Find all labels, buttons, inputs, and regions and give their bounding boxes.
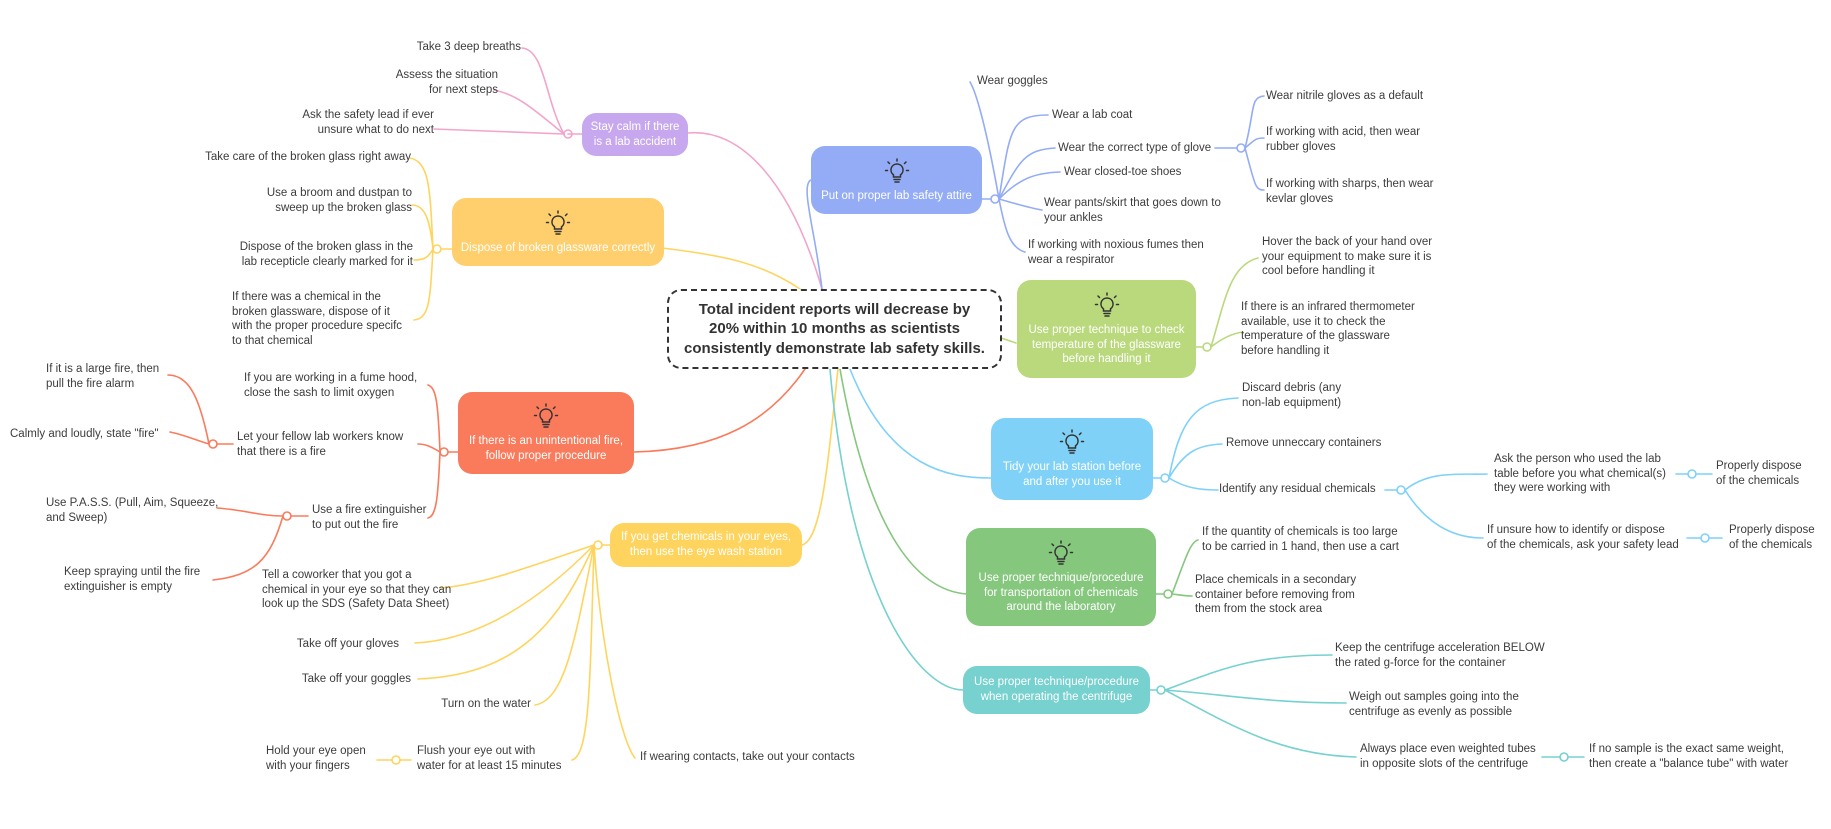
attire-item-respirator[interactable]: If working with noxious fumes then wear … — [1028, 239, 1204, 266]
fire-sub-state-fire[interactable]: Calmly and loudly, state "fire" — [10, 428, 159, 440]
lightbulb-icon — [1048, 540, 1074, 565]
branch-fire-label: If there is an unintentional fire, follo… — [468, 435, 624, 462]
branch-check-temperature-label: Use proper technique to check temperatur… — [1028, 323, 1185, 366]
branch-tidy-station-label: Tidy your lab station before and after y… — [1002, 461, 1142, 488]
branch-eye-wash-label: If you get chemicals in your eyes, then … — [620, 531, 792, 558]
eyes-item-contacts[interactable]: If wearing contacts, take out your conta… — [640, 751, 855, 763]
eyes-item-water[interactable]: Turn on the water — [441, 698, 531, 710]
eyes-sub-hold-open[interactable]: Hold your eye open with your fingers — [266, 745, 366, 772]
lightbulb-icon — [533, 403, 559, 429]
centrifuge-item-acceleration[interactable]: Keep the centrifuge acceleration BELOW t… — [1335, 642, 1545, 669]
glove-sub-acid[interactable]: If working with acid, then wear rubber g… — [1266, 126, 1421, 153]
lightbulb-icon — [1094, 292, 1119, 317]
transport-item-cart[interactable]: If the quantity of chemicals is too larg… — [1202, 526, 1399, 553]
connector-eyes — [801, 368, 839, 546]
branch-transport-chemicals[interactable]: Use proper technique/procedure for trans… — [966, 528, 1156, 626]
temp-item-infrared[interactable]: If there is an infrared thermometer avai… — [1241, 301, 1415, 358]
branch-centrifuge[interactable]: Use proper technique/procedure when oper… — [963, 666, 1150, 714]
connector-tidy — [849, 368, 992, 479]
tidy-item-residual[interactable]: Identify any residual chemicals — [1219, 483, 1376, 495]
branch-fire[interactable]: If there is an unintentional fire, follo… — [458, 392, 634, 474]
fire-sub-keep-spraying[interactable]: Keep spraying until the fire extinguishe… — [64, 566, 201, 593]
fire-item-extinguisher[interactable]: Use a fire extinguisher to put out the f… — [312, 504, 427, 531]
connector-attire — [806, 179, 823, 290]
lightbulb-icon — [884, 157, 909, 183]
glove-sub-sharps[interactable]: If working with sharps, then wear kevlar… — [1266, 178, 1434, 205]
branch-transport-chemicals-label: Use proper technique/procedure for trans… — [978, 571, 1144, 614]
dispose-chemicals-b[interactable]: Properly dispose of the chemicals — [1729, 524, 1815, 551]
attire-item-glove-type[interactable]: Wear the correct type of glove — [1058, 142, 1212, 154]
eyes-item-gloves[interactable]: Take off your gloves — [296, 638, 399, 650]
branch-stay-calm-label: Stay calm if there is a lab accident — [590, 120, 680, 148]
central-topic[interactable]: Total incident reports will decrease by … — [667, 289, 1002, 369]
glass-item-broom[interactable]: Use a broom and dustpan to sweep up the … — [266, 187, 412, 214]
eyes-item-flush[interactable]: Flush your eye out with water for at lea… — [417, 745, 562, 772]
branch-centrifuge-label: Use proper technique/procedure when oper… — [974, 676, 1139, 703]
residual-sub-ask-person[interactable]: Ask the person who used the lab table be… — [1494, 453, 1666, 495]
glass-item-chemical[interactable]: If there was a chemical in the broken gl… — [232, 291, 403, 348]
lightbulb-icon — [1059, 429, 1085, 455]
attire-item-pants[interactable]: Wear pants/skirt that goes down to your … — [1044, 197, 1221, 224]
centrifuge-sub-balance-tube[interactable]: If no sample is the exact same weight, t… — [1589, 743, 1789, 770]
branch-lab-attire-label: Put on proper lab safety attire — [821, 189, 972, 202]
branch-eye-wash[interactable]: If you get chemicals in your eyes, then … — [610, 523, 802, 567]
connector-centrifuge — [829, 368, 964, 691]
connector-calm — [687, 131, 823, 290]
calm-item-ask-lead[interactable]: Ask the safety lead if ever unsure what … — [302, 109, 434, 136]
branch-broken-glassware-label: Dispose of broken glassware correctly — [460, 241, 656, 254]
glove-sub-nitrile[interactable]: Wear nitrile gloves as a default — [1266, 90, 1424, 102]
attire-item-shoes[interactable]: Wear closed-toe shoes — [1064, 166, 1182, 178]
branch-check-temperature[interactable]: Use proper technique to check temperatur… — [1017, 280, 1196, 378]
tidy-item-containers[interactable]: Remove unneccary containers — [1226, 437, 1382, 449]
dispose-chemicals-a[interactable]: Properly dispose of the chemicals — [1716, 460, 1802, 487]
calm-item-breaths[interactable]: Take 3 deep breaths — [416, 41, 521, 53]
branch-broken-glassware[interactable]: Dispose of broken glassware correctly — [452, 198, 664, 266]
residual-sub-ask-lead[interactable]: If unsure how to identify or dispose of … — [1487, 524, 1679, 551]
centrifuge-item-opposite[interactable]: Always place even weighted tubes in oppo… — [1360, 743, 1536, 770]
attire-item-lab-coat[interactable]: Wear a lab coat — [1052, 109, 1133, 121]
branch-lab-attire[interactable]: Put on proper lab safety attire — [811, 146, 982, 214]
calm-item-assess[interactable]: Assess the situation for next steps — [395, 69, 498, 96]
branch-tidy-station[interactable]: Tidy your lab station before and after y… — [991, 418, 1153, 500]
fire-sub-alarm[interactable]: If it is a large fire, then pull the fir… — [46, 363, 160, 390]
attire-item-goggles[interactable]: Wear goggles — [977, 75, 1048, 87]
branch-stay-calm[interactable]: Stay calm if there is a lab accident — [582, 113, 688, 156]
transport-item-secondary[interactable]: Place chemicals in a secondary container… — [1195, 574, 1357, 616]
fire-item-let-know[interactable]: Let your fellow lab workers know that th… — [237, 431, 404, 458]
connector-transport — [839, 368, 967, 595]
eyes-item-tell-coworker[interactable]: Tell a coworker that you got a chemical … — [262, 569, 452, 611]
connector-fire — [633, 368, 806, 453]
eyes-item-goggles[interactable]: Take off your goggles — [301, 673, 411, 685]
glass-item-right-away[interactable]: Take care of the broken glass right away — [205, 151, 411, 163]
fire-item-fume-hood[interactable]: If you are working in a fume hood, close… — [244, 372, 418, 399]
centrifuge-item-weigh[interactable]: Weigh out samples going into the centrif… — [1349, 691, 1519, 718]
tidy-item-debris[interactable]: Discard debris (any non-lab equipment) — [1242, 382, 1342, 409]
lightbulb-icon — [545, 209, 571, 235]
connector-glass — [661, 247, 801, 290]
fire-sub-pass[interactable]: Use P.A.S.S. (Pull, Aim, Squeeze, and Sw… — [46, 497, 219, 524]
glass-item-recepticle[interactable]: Dispose of the broken glass in the lab r… — [239, 241, 413, 268]
temp-item-hover-hand[interactable]: Hover the back of your hand over your eq… — [1262, 236, 1433, 278]
